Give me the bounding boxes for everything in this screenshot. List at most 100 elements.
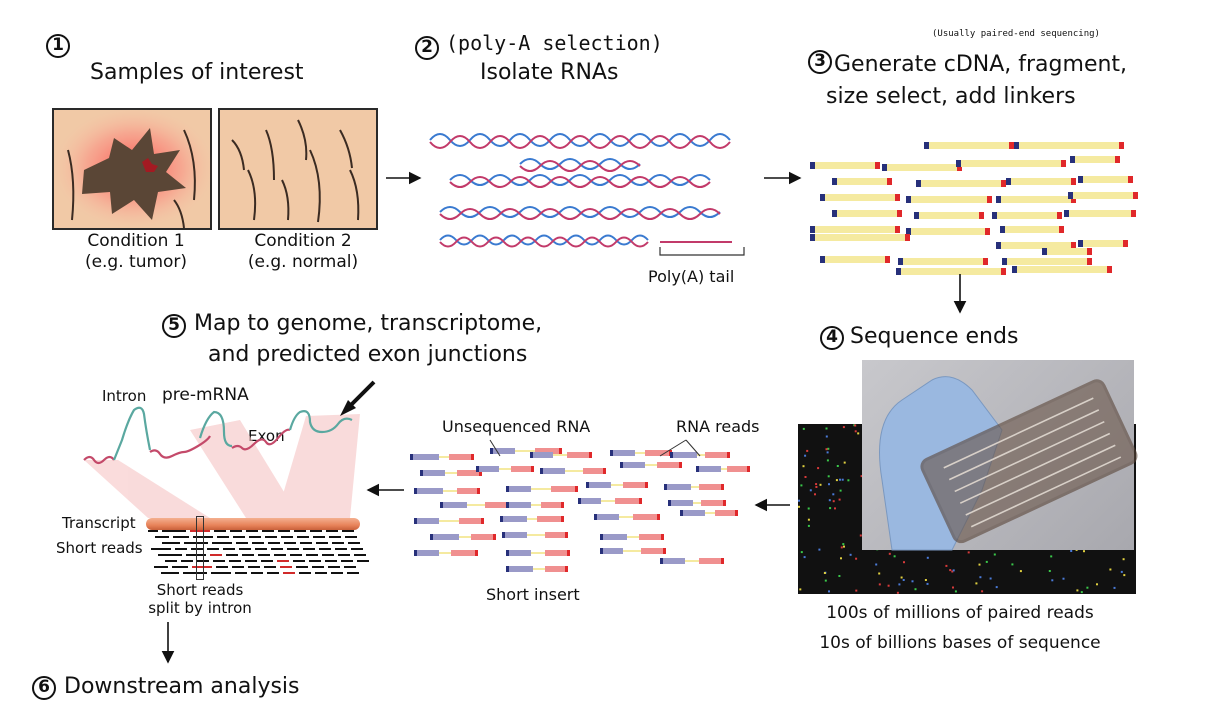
linker-adapter xyxy=(1131,210,1136,217)
cluster-dot xyxy=(1050,555,1053,558)
unsequenced-insert xyxy=(439,520,459,522)
cluster-dot xyxy=(840,557,842,560)
linker-adapter xyxy=(1061,160,1066,167)
condition-2-line2: (e.g. normal) xyxy=(247,252,359,272)
reverse-read xyxy=(537,516,561,522)
reverse-read xyxy=(541,502,561,508)
linker-adapter xyxy=(882,164,887,171)
read-adapter xyxy=(660,558,663,564)
forward-read xyxy=(493,448,515,454)
forward-read xyxy=(509,550,531,556)
short-insert-label: Short insert xyxy=(486,585,580,604)
short-read xyxy=(348,542,360,544)
cluster-dot xyxy=(951,570,954,573)
cluster-dot xyxy=(839,489,842,492)
cluster-dot xyxy=(1051,579,1054,582)
read-adapter xyxy=(531,466,534,472)
unsequenced-insert xyxy=(443,490,457,492)
forward-read xyxy=(533,452,553,458)
cdna-fragment xyxy=(832,210,902,217)
cluster-dot xyxy=(843,461,846,464)
short-read xyxy=(226,554,238,556)
forward-read xyxy=(699,466,721,472)
short-read xyxy=(255,548,267,550)
unsequenced-insert xyxy=(691,486,699,488)
cluster-dot xyxy=(827,475,830,478)
forward-read xyxy=(663,558,685,564)
reverse-read xyxy=(705,452,727,458)
short-read xyxy=(242,554,254,556)
cdna-fragment xyxy=(1042,248,1092,255)
paired-reads xyxy=(410,448,750,572)
cluster-dot xyxy=(949,569,952,572)
linker-adapter xyxy=(1087,248,1092,255)
cluster-dot xyxy=(838,498,841,501)
unsequenced-insert xyxy=(553,454,567,456)
cluster-dot xyxy=(1113,586,1116,589)
short-read xyxy=(192,566,212,568)
cluster-dot xyxy=(945,564,948,567)
short-read xyxy=(235,572,247,574)
forward-read xyxy=(581,498,601,504)
step-5-marker: 5 xyxy=(162,314,186,338)
unsequenced-insert xyxy=(705,512,715,514)
cluster-dot xyxy=(838,575,841,577)
linker-adapter xyxy=(1133,192,1138,199)
linker-adapter xyxy=(914,212,919,219)
read-adapter xyxy=(506,566,509,572)
short-read xyxy=(158,554,182,556)
cluster-dot xyxy=(804,476,807,478)
short-read xyxy=(245,560,257,562)
short-read xyxy=(211,572,231,574)
short-read xyxy=(278,530,290,532)
read-adapter xyxy=(471,454,474,460)
condition-1-line1: Condition 1 xyxy=(87,231,185,251)
cluster-dot xyxy=(893,555,896,558)
cluster-dot xyxy=(1120,570,1123,573)
short-read xyxy=(319,548,331,550)
rna-strands-illustration xyxy=(429,133,732,248)
read-adapter xyxy=(657,514,660,520)
tumor-sample-panel xyxy=(52,108,214,230)
cluster-dot xyxy=(825,427,828,430)
short-read xyxy=(161,572,179,574)
short-read xyxy=(271,548,283,550)
linker-adapter xyxy=(832,178,837,185)
linker-adapter xyxy=(996,242,1001,249)
linker-adapter xyxy=(1119,142,1124,149)
read-adapter xyxy=(475,550,478,556)
cluster-dot xyxy=(967,551,970,554)
cdna-fragment xyxy=(810,162,880,169)
cluster-dot xyxy=(860,475,863,478)
forward-read xyxy=(671,500,693,506)
reverse-read xyxy=(485,502,507,508)
cluster-dot xyxy=(1011,563,1014,566)
cluster-dot xyxy=(818,548,821,551)
linker-adapter xyxy=(906,228,911,235)
cluster-dot xyxy=(826,459,829,462)
unsequenced-insert xyxy=(533,568,545,570)
linker-adapter xyxy=(1009,142,1014,149)
short-read xyxy=(165,560,177,562)
cluster-dot xyxy=(841,478,844,481)
pre-mrna-label: pre-mRNA xyxy=(162,385,249,405)
linker-adapter xyxy=(996,196,1001,203)
reverse-read xyxy=(583,468,603,474)
cdna-fragment xyxy=(810,234,910,241)
unsequenced-insert xyxy=(459,536,471,538)
stats-line1: 100s of millions of paired reads xyxy=(826,603,1094,623)
short-read xyxy=(267,572,279,574)
cluster-dot xyxy=(896,591,899,594)
forward-read xyxy=(589,482,611,488)
short-read xyxy=(148,530,158,532)
cdna-fragment xyxy=(1070,156,1120,163)
rna-reads-label: RNA reads xyxy=(676,417,760,436)
short-read xyxy=(207,548,219,550)
short-read xyxy=(341,560,353,562)
short-read xyxy=(357,560,369,562)
pre-mrna-mapping-illustration xyxy=(83,406,360,518)
cdna-fragment xyxy=(916,180,1006,187)
short-read xyxy=(213,560,225,562)
cluster-dot xyxy=(1019,570,1022,573)
unsequenced-insert xyxy=(565,470,583,472)
